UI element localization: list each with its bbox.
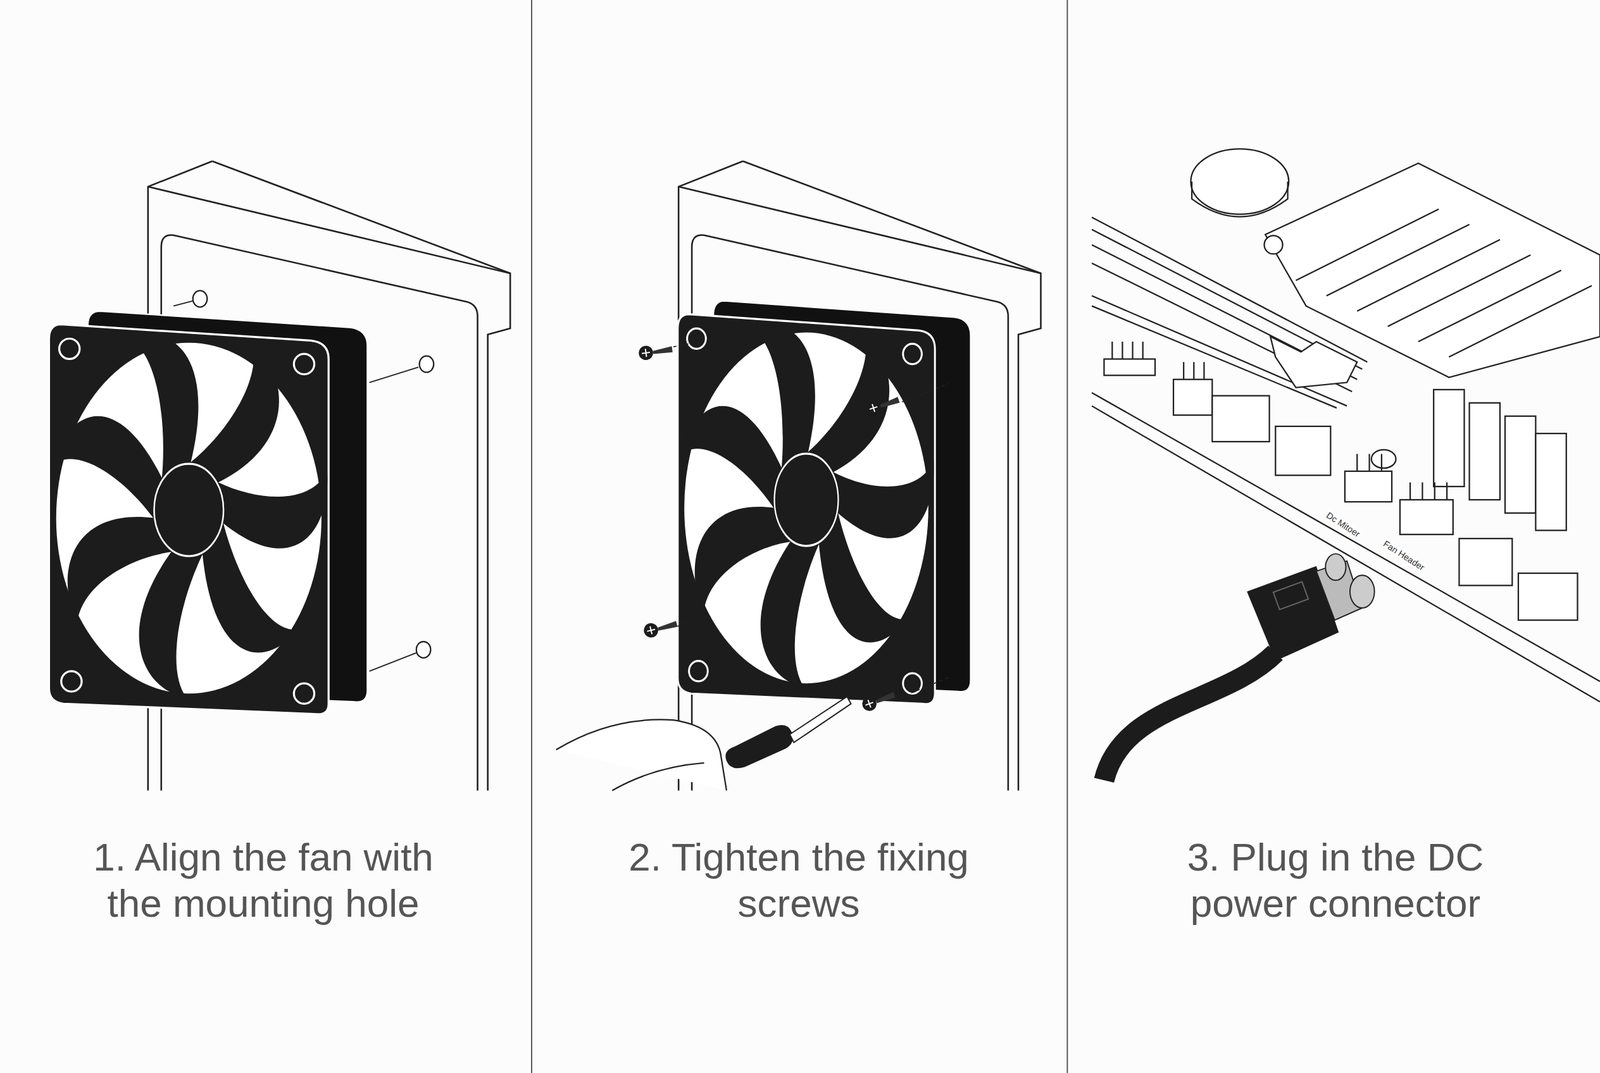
- art-part: [1265, 163, 1600, 378]
- art-part: [1191, 181, 1288, 218]
- art-part: [1103, 653, 1276, 782]
- art-part: [673, 341, 700, 347]
- art-part: [1325, 553, 1346, 581]
- art-part: [531, 0, 533, 1073]
- art-part: [416, 641, 432, 659]
- step-caption: 3. Plug in the DC power connector: [1145, 834, 1526, 927]
- art-part: [1433, 389, 1464, 487]
- panel-dividers: [531, 0, 1068, 1073]
- art-part: [1270, 336, 1357, 388]
- panel-one-art: [44, 161, 511, 792]
- art-part: [642, 617, 679, 640]
- art-part: [1273, 582, 1309, 611]
- header-label: Fan Header: [1380, 537, 1428, 574]
- art-part: [1264, 235, 1283, 254]
- art-part: [901, 383, 949, 402]
- art-part: [677, 617, 703, 627]
- art-part: [674, 301, 971, 705]
- art-part: [1350, 575, 1375, 609]
- art-part: [637, 342, 674, 362]
- art-part: [1469, 403, 1500, 500]
- art-part: [1535, 433, 1566, 531]
- art-part: [1091, 393, 1600, 702]
- art-part: [369, 653, 417, 672]
- step-caption: 1. Align the fan with the mounting hole: [73, 834, 454, 927]
- art-part: [419, 356, 435, 373]
- art-part: [556, 719, 727, 791]
- art-part: [900, 677, 949, 698]
- art-part: [44, 311, 368, 715]
- art-part: [1190, 148, 1289, 214]
- art-part: [864, 393, 902, 418]
- step-caption: 2. Tighten the fixing screws: [608, 834, 989, 927]
- art-part: [725, 725, 794, 769]
- art-part: [1505, 416, 1536, 514]
- art-part: [1212, 396, 1269, 443]
- art-part: [1400, 500, 1454, 535]
- art-part: [1103, 358, 1156, 376]
- art-part: [1371, 450, 1397, 469]
- art-part: [860, 687, 897, 713]
- art-part: [1518, 573, 1578, 621]
- art-part: [369, 367, 419, 383]
- art-part: [1173, 379, 1213, 416]
- panel-two-art: [556, 161, 1042, 792]
- art-part: [1103, 358, 1578, 621]
- art-part: [1275, 426, 1331, 476]
- panel-three-art: [1091, 148, 1600, 702]
- art-part: [193, 290, 208, 307]
- dc-plug: [1103, 553, 1375, 781]
- art-part: [1112, 341, 1447, 500]
- art-part: [1296, 208, 1593, 357]
- art-part: [1344, 471, 1392, 502]
- art-part: [173, 301, 194, 307]
- art-part: [673, 341, 949, 699]
- art-part: [789, 696, 852, 744]
- art-part: [1458, 538, 1513, 586]
- art-part: [1066, 0, 1068, 1073]
